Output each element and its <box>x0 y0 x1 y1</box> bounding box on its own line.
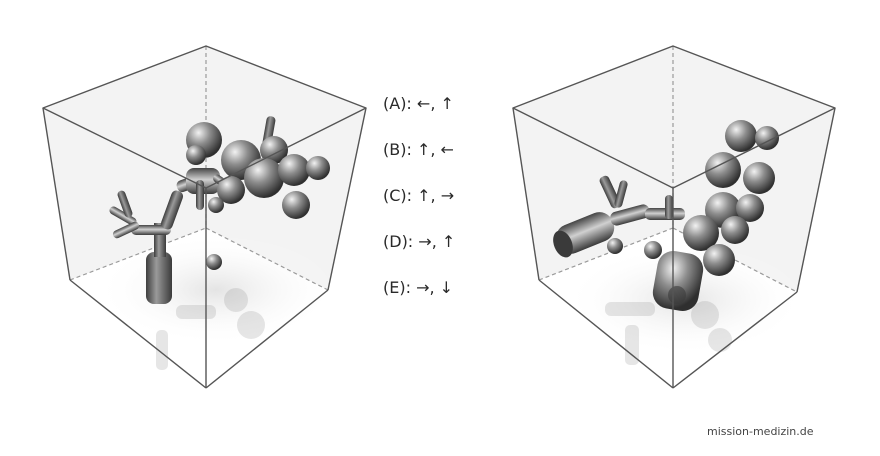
object-reflection <box>605 301 732 365</box>
answer-options: (A): ←, ↑ (B): ↑, ← (C): ↑, → (D): →, ↑ … <box>383 92 455 322</box>
answer-option-c[interactable]: (C): ↑, → <box>383 186 455 205</box>
answer-option-d[interactable]: (D): →, ↑ <box>383 232 456 251</box>
molecule-object-right <box>553 120 779 312</box>
cube-edges <box>42 45 367 389</box>
cube-left <box>42 45 367 389</box>
answer-option-b[interactable]: (B): ↑, ← <box>383 140 454 159</box>
answer-option-a[interactable]: (A): ←, ↑ <box>383 94 454 113</box>
molecule-object-left <box>109 116 330 304</box>
cube-right <box>512 45 836 389</box>
answer-option-e[interactable]: (E): →, ↓ <box>383 278 454 297</box>
cube-edges <box>512 45 836 389</box>
watermark: mission-medizin.de <box>707 425 814 438</box>
